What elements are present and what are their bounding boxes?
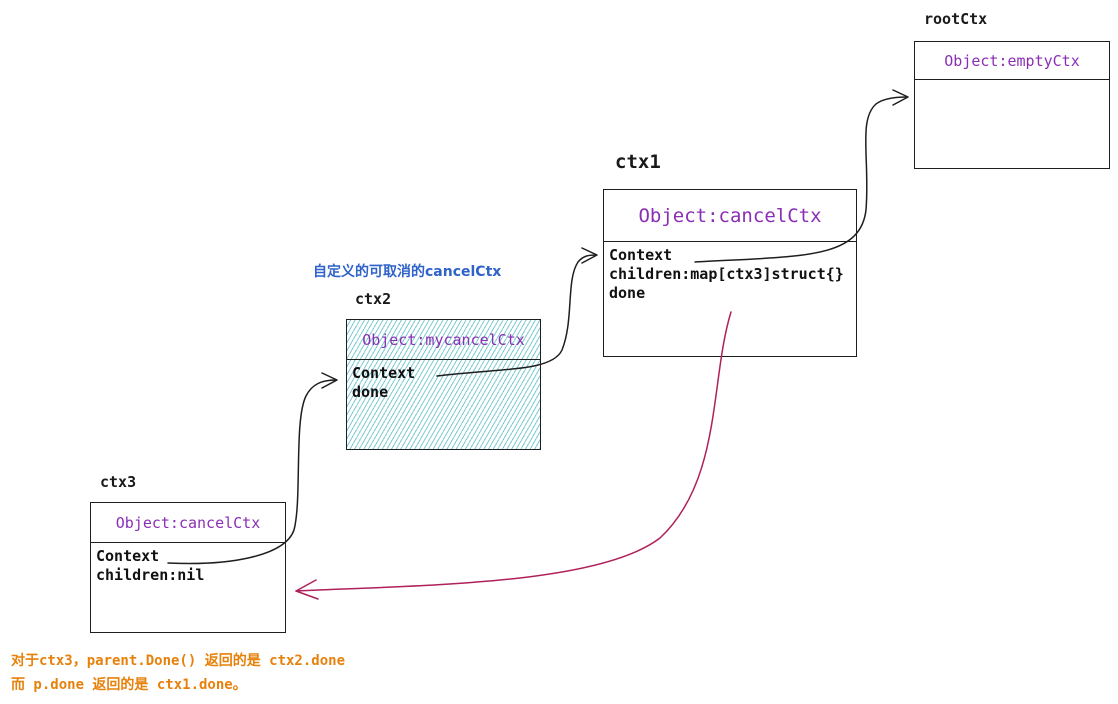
ctx2-box: Object:mycancelCtx Context done xyxy=(346,319,541,450)
arrowhead-ctx3 xyxy=(295,579,319,600)
note-line-1: 对于ctx3，parent.Done() 返回的是 ctx2.done xyxy=(11,653,346,669)
root-ctx-label: rootCtx xyxy=(924,10,988,28)
ctx2-label: ctx2 xyxy=(355,290,392,308)
arrowhead-root xyxy=(892,89,909,106)
ctx3-box: Object:cancelCtx Context children:nil xyxy=(90,502,286,633)
arrowhead-ctx2 xyxy=(321,372,338,389)
ctx1-label: ctx1 xyxy=(615,151,661,173)
arrowhead-ctx1 xyxy=(581,247,598,264)
root-ctx-box: Object:emptyCtx xyxy=(914,41,1110,169)
ctx3-label: ctx3 xyxy=(100,473,137,491)
ctx1-header: Object:cancelCtx xyxy=(604,190,856,242)
arrow-ctx1-to-root xyxy=(694,96,908,263)
arrow-done-to-ctx3 xyxy=(295,311,732,592)
ctx2-annotation: 自定义的可取消的cancelCtx xyxy=(313,264,502,280)
ctx2-field-done: done xyxy=(352,383,389,401)
explanation-note: 对于ctx3，parent.Done() 返回的是 ctx2.done 而 p.… xyxy=(11,649,345,697)
note-line-2: 而 p.done 返回的是 ctx1.done。 xyxy=(11,677,247,693)
ctx3-field-children: children:nil xyxy=(96,566,205,584)
ctx1-field-context: Context xyxy=(609,246,673,264)
ctx3-header: Object:cancelCtx xyxy=(91,503,285,543)
ctx1-field-done: done xyxy=(609,284,646,302)
ctx3-field-context: Context xyxy=(96,547,160,565)
ctx2-header: Object:mycancelCtx xyxy=(347,320,540,360)
ctx1-box: Object:cancelCtx Context children:map[ct… xyxy=(603,189,857,357)
ctx1-field-children: children:map[ctx3]struct{} xyxy=(609,265,844,283)
arrow-ctx2-to-ctx1 xyxy=(436,254,597,377)
arrow-ctx3-to-ctx2 xyxy=(167,379,337,565)
ctx2-field-context: Context xyxy=(352,364,416,382)
root-ctx-header: Object:emptyCtx xyxy=(915,42,1109,80)
